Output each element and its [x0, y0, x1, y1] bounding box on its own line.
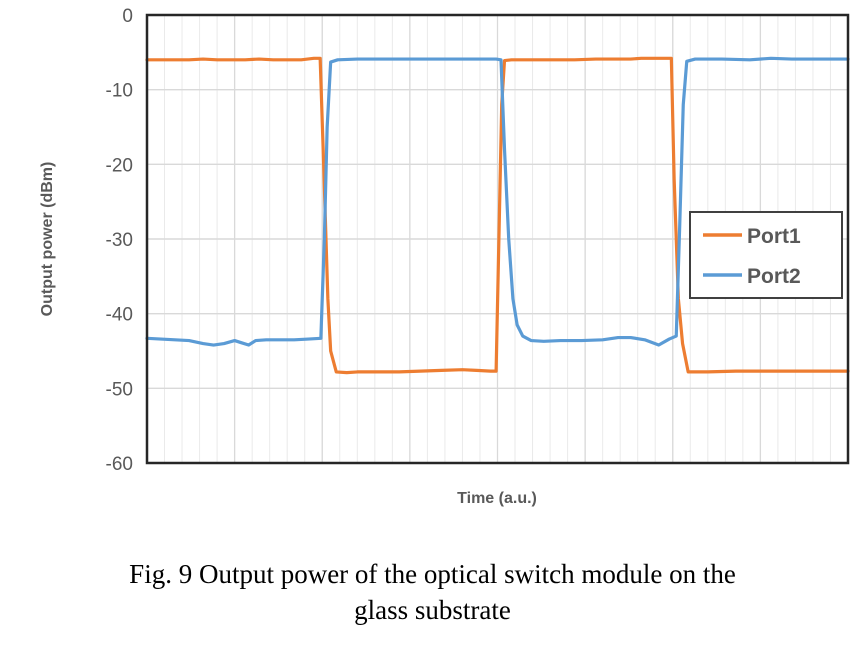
legend-item-port1[interactable]: Port1	[703, 225, 801, 248]
y-tick-label: 0	[122, 6, 133, 27]
y-tick-label: -40	[106, 305, 133, 326]
x-axis-title: Time (a.u.)	[457, 490, 537, 507]
figure-caption: Fig. 9 Output power of the optical switc…	[0, 556, 865, 628]
legend-label-port2: Port2	[747, 265, 801, 288]
chart-legend[interactable]: Port1 Port2	[689, 211, 843, 299]
y-axis-title: Output power (dBm)	[39, 162, 56, 317]
caption-line-2: glass substrate	[354, 595, 511, 625]
legend-box	[689, 211, 843, 299]
y-tick-label: -60	[106, 454, 133, 475]
y-tick-label: -50	[106, 379, 133, 400]
plot-border	[145, 13, 850, 465]
y-tick-label: -10	[106, 81, 133, 102]
y-axis-tick-labels: 0 -10 -20 -30 -40 -50 -60	[106, 6, 133, 475]
legend-item-port2[interactable]: Port2	[703, 265, 801, 288]
caption-line-1: Fig. 9 Output power of the optical switc…	[129, 559, 736, 589]
legend-label-port1: Port1	[747, 225, 801, 248]
series-line-port2	[145, 56, 850, 347]
y-tick-label: -30	[106, 230, 133, 251]
y-tick-label: -20	[106, 155, 133, 176]
